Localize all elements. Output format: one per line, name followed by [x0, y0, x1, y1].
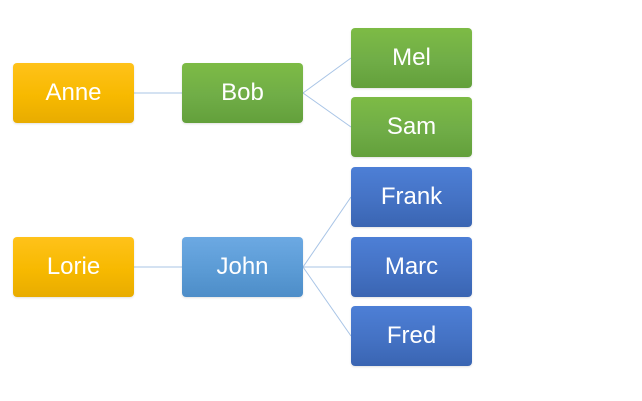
- connector-john-fred: [302, 266, 352, 337]
- node-lorie[interactable]: Lorie: [13, 237, 134, 297]
- node-mel[interactable]: Mel: [351, 28, 472, 88]
- connector-bob-mel: [302, 57, 352, 94]
- node-marc[interactable]: Marc: [351, 237, 472, 297]
- node-john[interactable]: John: [182, 237, 303, 297]
- node-bob[interactable]: Bob: [182, 63, 303, 123]
- connector-bob-sam: [302, 92, 352, 128]
- node-fred[interactable]: Fred: [351, 306, 472, 366]
- node-frank[interactable]: Frank: [351, 167, 472, 227]
- node-sam[interactable]: Sam: [351, 97, 472, 157]
- node-anne[interactable]: Anne: [13, 63, 134, 123]
- connector-john-frank: [302, 196, 352, 268]
